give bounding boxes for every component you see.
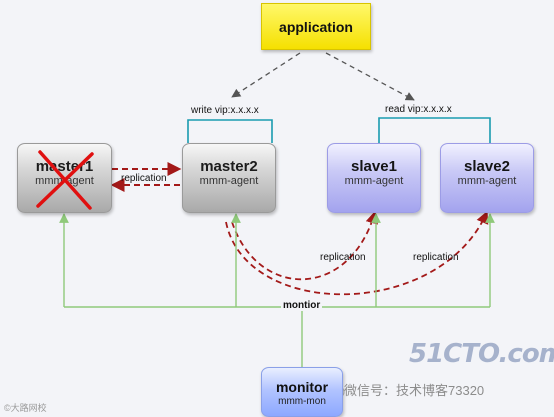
master-replication-label: replication (121, 173, 167, 184)
slave1-replication-label: replication (320, 252, 366, 263)
read-vip-bracket (378, 117, 491, 143)
application-title: application (279, 19, 353, 35)
master2-subtitle: mmm-agent (199, 175, 259, 187)
app-to-write-vip-arrow (231, 52, 301, 98)
slave2-title: slave2 (464, 158, 510, 175)
watermark-bottom-text: ©大路网校 (4, 403, 47, 413)
slave1-subtitle: mmm-agent (344, 175, 404, 187)
slave1-title: slave1 (351, 158, 397, 175)
write-vip-bracket (187, 119, 273, 143)
monitor-title: monitor (275, 379, 329, 395)
montior-label: montior (281, 300, 323, 311)
write-vip-label: write vip:x.x.x.x (191, 105, 259, 116)
watermark-wechat-text: 微信号：技术博客73320 (344, 383, 485, 398)
application-node: application (261, 3, 371, 50)
read-vip-label: read vip:x.x.x.x (385, 104, 452, 115)
replication-curve-slave2 (225, 210, 489, 296)
master1-node: master1 mmm-agent (17, 143, 112, 213)
slave2-subtitle: mmm-agent (457, 175, 517, 187)
monitor-subtitle: mmm-mon (278, 396, 326, 407)
replication-curve-slave1 (231, 210, 378, 281)
slave2-replication-label: replication (413, 252, 459, 263)
app-to-read-vip-arrow (325, 52, 415, 101)
master2-title: master2 (200, 158, 258, 175)
failure-cross-icon (36, 150, 94, 210)
slave1-node: slave1 mmm-agent (327, 143, 421, 213)
monitor-node: monitor mmm-mon (261, 367, 343, 417)
master2-node: master2 mmm-agent (182, 143, 276, 213)
slave2-node: slave2 mmm-agent (440, 143, 534, 213)
watermark-site-logo: 51CTO.com (409, 339, 554, 369)
